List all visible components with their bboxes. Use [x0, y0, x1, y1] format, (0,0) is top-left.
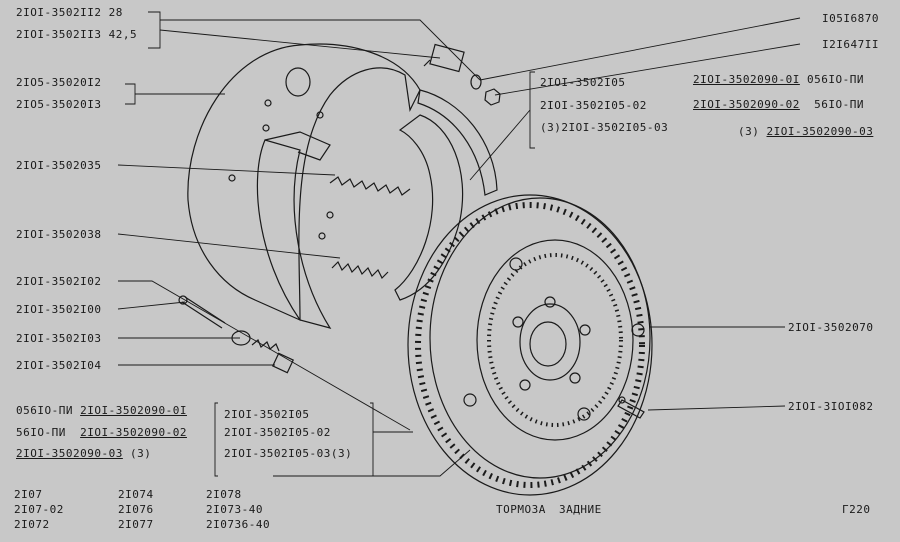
model-col1-2: 2I07-02: [14, 503, 64, 516]
bottom-box-line-3: 2IOI-3502I05-03(3): [224, 447, 353, 460]
page-reference: Г220: [842, 503, 871, 516]
bottom-left-row-3: 2IOI-3502090-03 (3): [16, 447, 152, 460]
top-box-line-1: 2IOI-3502I05: [540, 76, 626, 89]
brake-drum: [407, 194, 653, 496]
model-col2-3: 2I077: [118, 518, 154, 531]
model-col2-2: 2I076: [118, 503, 154, 516]
model-col2-1: 2I074: [118, 488, 154, 501]
leader-lines: [117, 11, 801, 477]
callout-pin-guide: 2IOI-3502I02: [16, 275, 102, 288]
callout-bolt-42: 2IOI-3502II3 42,5: [16, 28, 138, 41]
callout-spring-upper: 2IOI-3502035: [16, 159, 102, 172]
callout-bolt-28: 2IOI-3502II2 28: [16, 6, 123, 19]
retaining-pin: [178, 295, 226, 329]
callout-spring-lower: 2IOI-3502038: [16, 228, 102, 241]
diagram-title: ТОРМОЗА ЗАДНИЕ: [496, 503, 602, 516]
top-right-row-1: 2IOI-3502090-0I 056IO-ПИ: [693, 73, 864, 86]
model-col3-3: 2I0736-40: [206, 518, 271, 531]
callout-plate-left: 2IO5-35020I2: [16, 76, 102, 89]
callout-plate-right: 2IO5-35020I3: [16, 98, 102, 111]
callout-cup: 2IOI-3502I03: [16, 332, 102, 345]
model-col1-3: 2I072: [14, 518, 50, 531]
brake-shoes: [256, 89, 498, 329]
callout-drum: 2IOI-3502070: [788, 321, 874, 334]
callout-spring-clip: 2IOI-3502I04: [16, 359, 102, 372]
callout-washer: I05I6870: [822, 12, 879, 25]
model-col3-1: 2I078: [206, 488, 242, 501]
return-spring-upper: [329, 176, 411, 196]
top-box-line-2: 2IOI-3502I05-02: [540, 99, 647, 112]
nut-part: [484, 88, 501, 106]
backing-plate: [187, 43, 421, 321]
top-right-row-2: 2IOI-3502090-02 56IO-ПИ: [693, 98, 864, 111]
bleeder-valve: [617, 396, 645, 419]
callout-pin: 2IOI-3502I00: [16, 303, 102, 316]
bottom-box-line-1: 2IOI-3502I05: [224, 408, 310, 421]
bottom-left-row-1: 056IO-ПИ 2IOI-3502090-0I: [16, 404, 187, 417]
callout-nut: I2I647II: [822, 38, 879, 51]
top-right-row-3: (3) 2IOI-3502090-03: [738, 125, 874, 138]
bottom-box-line-2: 2IOI-3502I05-02: [224, 426, 331, 439]
top-box-line-3: (3)2IOI-3502I05-03: [540, 121, 669, 134]
return-spring-lower: [331, 260, 389, 280]
retaining-spring: [251, 339, 295, 374]
washer-part: [470, 74, 482, 90]
model-col3-2: 2I073-40: [206, 503, 263, 516]
bottom-left-row-2: 56IO-ПИ 2IOI-3502090-02: [16, 426, 187, 439]
model-col1-1: 2I07: [14, 488, 43, 501]
callout-bleeder: 2IOI-3IOI082: [788, 400, 874, 413]
